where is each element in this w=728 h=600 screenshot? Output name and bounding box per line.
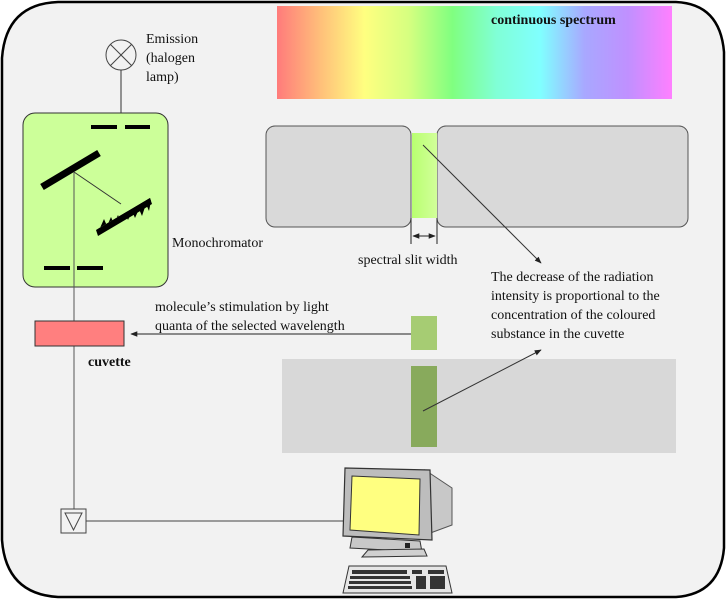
halogen-lamp-icon — [105, 39, 137, 71]
absorbed-beam — [411, 366, 437, 447]
cuvette-label: cuvette — [88, 355, 131, 370]
absorption-note: The decrease of the radiation intensity … — [491, 270, 663, 342]
monochromator-box — [22, 112, 169, 288]
diffraction-grating-icon — [96, 198, 152, 236]
slit-to-note-arrow — [422, 144, 542, 264]
monochromator-label: Monochromator — [172, 236, 263, 251]
absorption-panel — [282, 359, 676, 453]
stimulation-label: molecule’s stimulation by light quanta o… — [155, 300, 345, 334]
computer-icon — [342, 467, 453, 594]
slit-opening-light — [412, 133, 437, 218]
continuous-spectrum-bar — [277, 6, 672, 99]
cuvette — [34, 320, 125, 347]
slit-width-label: spectral slit width — [358, 253, 458, 268]
slit-plate-left — [265, 125, 412, 228]
exit-slit-left — [44, 266, 70, 270]
detector-icon — [60, 508, 87, 534]
mirror-icon — [40, 149, 101, 191]
entrance-slit-right — [125, 125, 150, 129]
lamp-label: Emission (halogen lamp) — [146, 32, 202, 85]
monitor-screen — [349, 475, 421, 536]
selected-wavelength-beam — [411, 316, 437, 350]
entrance-slit-left — [91, 125, 117, 129]
continuous-spectrum-label: continuous spectrum — [491, 13, 616, 28]
slit-plate-right — [436, 125, 689, 228]
light-path-diffracted — [73, 171, 122, 205]
absorbed-to-note-arrow — [422, 349, 542, 412]
exit-slit-right — [77, 266, 103, 270]
